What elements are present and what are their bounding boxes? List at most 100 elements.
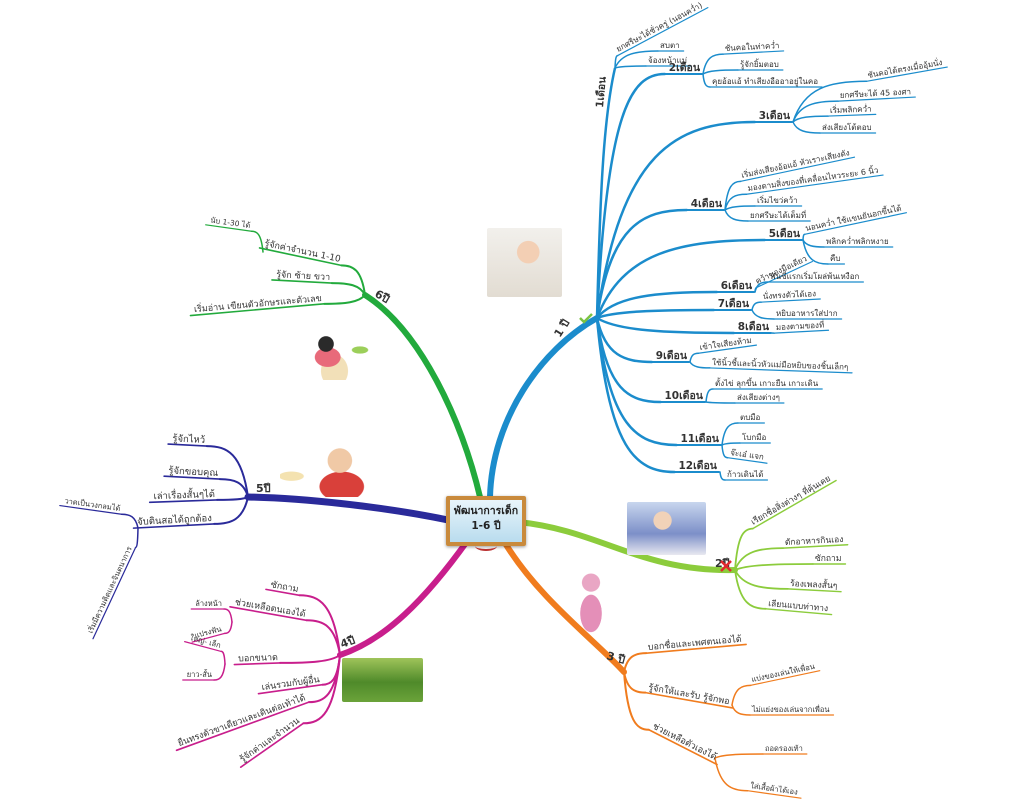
connector-underline: [752, 479, 837, 530]
connector-underline: [184, 641, 222, 653]
month-label[interactable]: 7เดือน: [718, 297, 750, 310]
leaf-text[interactable]: รู้จักยิ้มตอบ: [740, 58, 779, 70]
branch-5-years: [244, 493, 452, 524]
month-label[interactable]: 12เดือน: [678, 459, 717, 472]
connector-curve: [213, 496, 249, 525]
leaf-text[interactable]: มองตามของที่: [776, 318, 825, 332]
connector-underline: [92, 546, 137, 640]
branch-6-years: [362, 292, 483, 500]
leaf-text[interactable]: จ๊ะเอ๋ แจก: [730, 447, 765, 462]
leaf-text[interactable]: ตั้งไข่ ลุกขึ้น เกาะยืน เกาะเดิน: [715, 377, 819, 388]
branch-label[interactable]: 4ปี: [339, 634, 357, 651]
topic-text[interactable]: ช่วยเหลือตนเองได้: [234, 597, 307, 620]
topic-text[interactable]: ช่วยเหลือตัวเองได้: [651, 721, 719, 763]
branch-label[interactable]: 5ปี: [256, 482, 271, 495]
leaf-text[interactable]: แบ่งของเล่นให้เพื่อน: [750, 661, 815, 684]
connector-underline: [709, 367, 853, 374]
leaf-text[interactable]: พลิกคว่ำพลิกหงาย: [826, 235, 889, 246]
leaf-text[interactable]: เริ่มไขว่คว้า: [757, 194, 798, 205]
topic-text[interactable]: บอกขนาด: [238, 653, 278, 664]
connector-curve: [595, 308, 716, 320]
connector-underline: [747, 790, 802, 799]
leaf-text[interactable]: ยกศรีษะได้ 45 องศา: [840, 87, 912, 100]
month-label[interactable]: 6เดือน: [721, 279, 753, 292]
month-label[interactable]: 11เดือน: [680, 432, 719, 445]
topic-text[interactable]: รู้จักให้และรับ รู้จักพอ: [647, 682, 730, 707]
branch-label[interactable]: 6ปี: [373, 287, 392, 306]
leaf-text[interactable]: ใช้นิ้วชี้และนิ้วหัวแม่มือหยิบของชิ้นเล็…: [712, 356, 849, 372]
leaf-text[interactable]: ล้างหน้า: [195, 599, 222, 608]
leaf-text[interactable]: ชันคอได้ตรงเมื่ออุ้มนั่ง: [866, 56, 943, 80]
leaf-text[interactable]: โบกมือ: [742, 432, 766, 442]
connector-curve: [595, 208, 689, 320]
connector-curve: [721, 444, 729, 459]
connector-underline: [837, 96, 916, 102]
book-icon: [475, 541, 497, 551]
leaf-text[interactable]: เริ่มพลิกคว่ำ: [830, 103, 872, 115]
topic-text[interactable]: บอกชื่อและเพศตนเองได้: [647, 632, 742, 653]
girl-sitting-photo: [566, 570, 616, 640]
connector-curve: [792, 100, 839, 123]
topic-text[interactable]: จับดินสอได้ถูกต้อง: [137, 512, 212, 528]
leaf-text[interactable]: นั่งทรงตัวได้เอง: [763, 287, 817, 301]
connector-underline: [745, 174, 884, 195]
leaf-text[interactable]: ยกศรีษะได้เต็มที่: [750, 209, 806, 220]
connector-underline: [782, 543, 849, 549]
leaf-text[interactable]: ถอดรองเท้า: [765, 744, 803, 753]
leaf-text[interactable]: เริ่มมีความคิดและจินตนาการ: [85, 545, 134, 635]
leaf-text[interactable]: นอนคว่ำ ใช้แขนยันอกขึ้นได้: [804, 202, 902, 233]
connector-curve: [595, 316, 736, 335]
connector-underline: [258, 247, 343, 267]
month-label[interactable]: 8เดือน: [738, 320, 770, 333]
central-topic-subtitle: 1-6 ปี: [471, 520, 501, 532]
connector-curve: [623, 671, 650, 731]
topic-text[interactable]: รู้จักขอบคุณ: [168, 465, 219, 479]
month-label[interactable]: 1เดือน: [593, 75, 609, 108]
connector-curve: [792, 121, 821, 134]
leaf-text[interactable]: ไม่แย่งของเล่นจากเพื่อน: [751, 704, 829, 714]
month-label[interactable]: 4เดือน: [691, 197, 723, 210]
month-label[interactable]: 2เดือน: [669, 61, 701, 74]
leaf-text[interactable]: ชันคอในท่าคว่ำ: [725, 39, 780, 53]
connector-curve: [714, 753, 764, 759]
leaf-text[interactable]: ส่งเสียงต่างๆ: [737, 393, 780, 402]
leaf-text[interactable]: จ้องหน้าแม่: [648, 56, 687, 65]
connector-curve: [731, 684, 752, 706]
leaf-text[interactable]: คืบ: [830, 254, 840, 263]
leaf-text[interactable]: ก้าวเดินได้: [727, 470, 763, 479]
leaf-text[interactable]: หยิบอาหารใส่ปาก: [776, 309, 838, 318]
leaf-text[interactable]: ส่งเสียงโต้ตอบ: [822, 122, 872, 132]
month-label[interactable]: 3เดือน: [759, 109, 791, 122]
leaf-text[interactable]: ยาว-สั้น: [187, 669, 212, 679]
connector-curve: [721, 442, 741, 446]
branch-label[interactable]: 3 ปี: [605, 649, 626, 666]
leaf-text[interactable]: ตักอาหารกินเอง: [785, 535, 844, 548]
topic-text[interactable]: ยืนทรงตัวขาเดียวและเดินต่อเท้าได้: [177, 692, 308, 749]
month-label[interactable]: 10เดือน: [664, 389, 703, 402]
topic-text[interactable]: รู้จัก ซ้าย ขวา: [276, 269, 330, 283]
connector-curve: [705, 388, 714, 403]
connector-underline: [727, 457, 768, 464]
connector-underline: [175, 701, 310, 752]
connector-curve: [689, 361, 711, 369]
leaf-text[interactable]: ซักถาม: [815, 554, 841, 564]
month-label[interactable]: 9เดือน: [656, 349, 688, 362]
central-topic-board[interactable]: พัฒนาการเด็ก 1-6 ปี: [446, 496, 526, 546]
connector-underline: [722, 50, 785, 55]
leaf-text[interactable]: เลียนแบบท่าทาง: [768, 598, 829, 614]
leaf-text[interactable]: สบตา: [660, 41, 680, 50]
topic-text[interactable]: รู้จักไหว้: [172, 432, 205, 446]
leaf-text[interactable]: ฟันซี่แรกเริ่มโผล่พ้นเหงือก: [770, 270, 860, 281]
leaf-text[interactable]: ตบมือ: [740, 413, 761, 422]
topic-text[interactable]: เล่าเรื่องสั้นๆได้: [153, 487, 215, 502]
topic-text[interactable]: ซักถาม: [270, 580, 299, 595]
leaf-text[interactable]: คุยอ้อแอ้ ทำเสียงอืออาอยู่ในคอ: [712, 77, 818, 87]
connector-curve: [595, 290, 719, 320]
month-label[interactable]: 5เดือน: [769, 227, 801, 240]
branch-2-years: [515, 519, 738, 574]
topic-text[interactable]: เริ่มอ่าน เขียนตัวอักษรและตัวเลข: [193, 291, 322, 315]
leaf-text[interactable]: ร้องเพลงสั้นๆ: [790, 577, 838, 591]
leaf-text[interactable]: คว้าของมือเดียว: [754, 254, 808, 286]
connector-curve: [595, 72, 667, 320]
